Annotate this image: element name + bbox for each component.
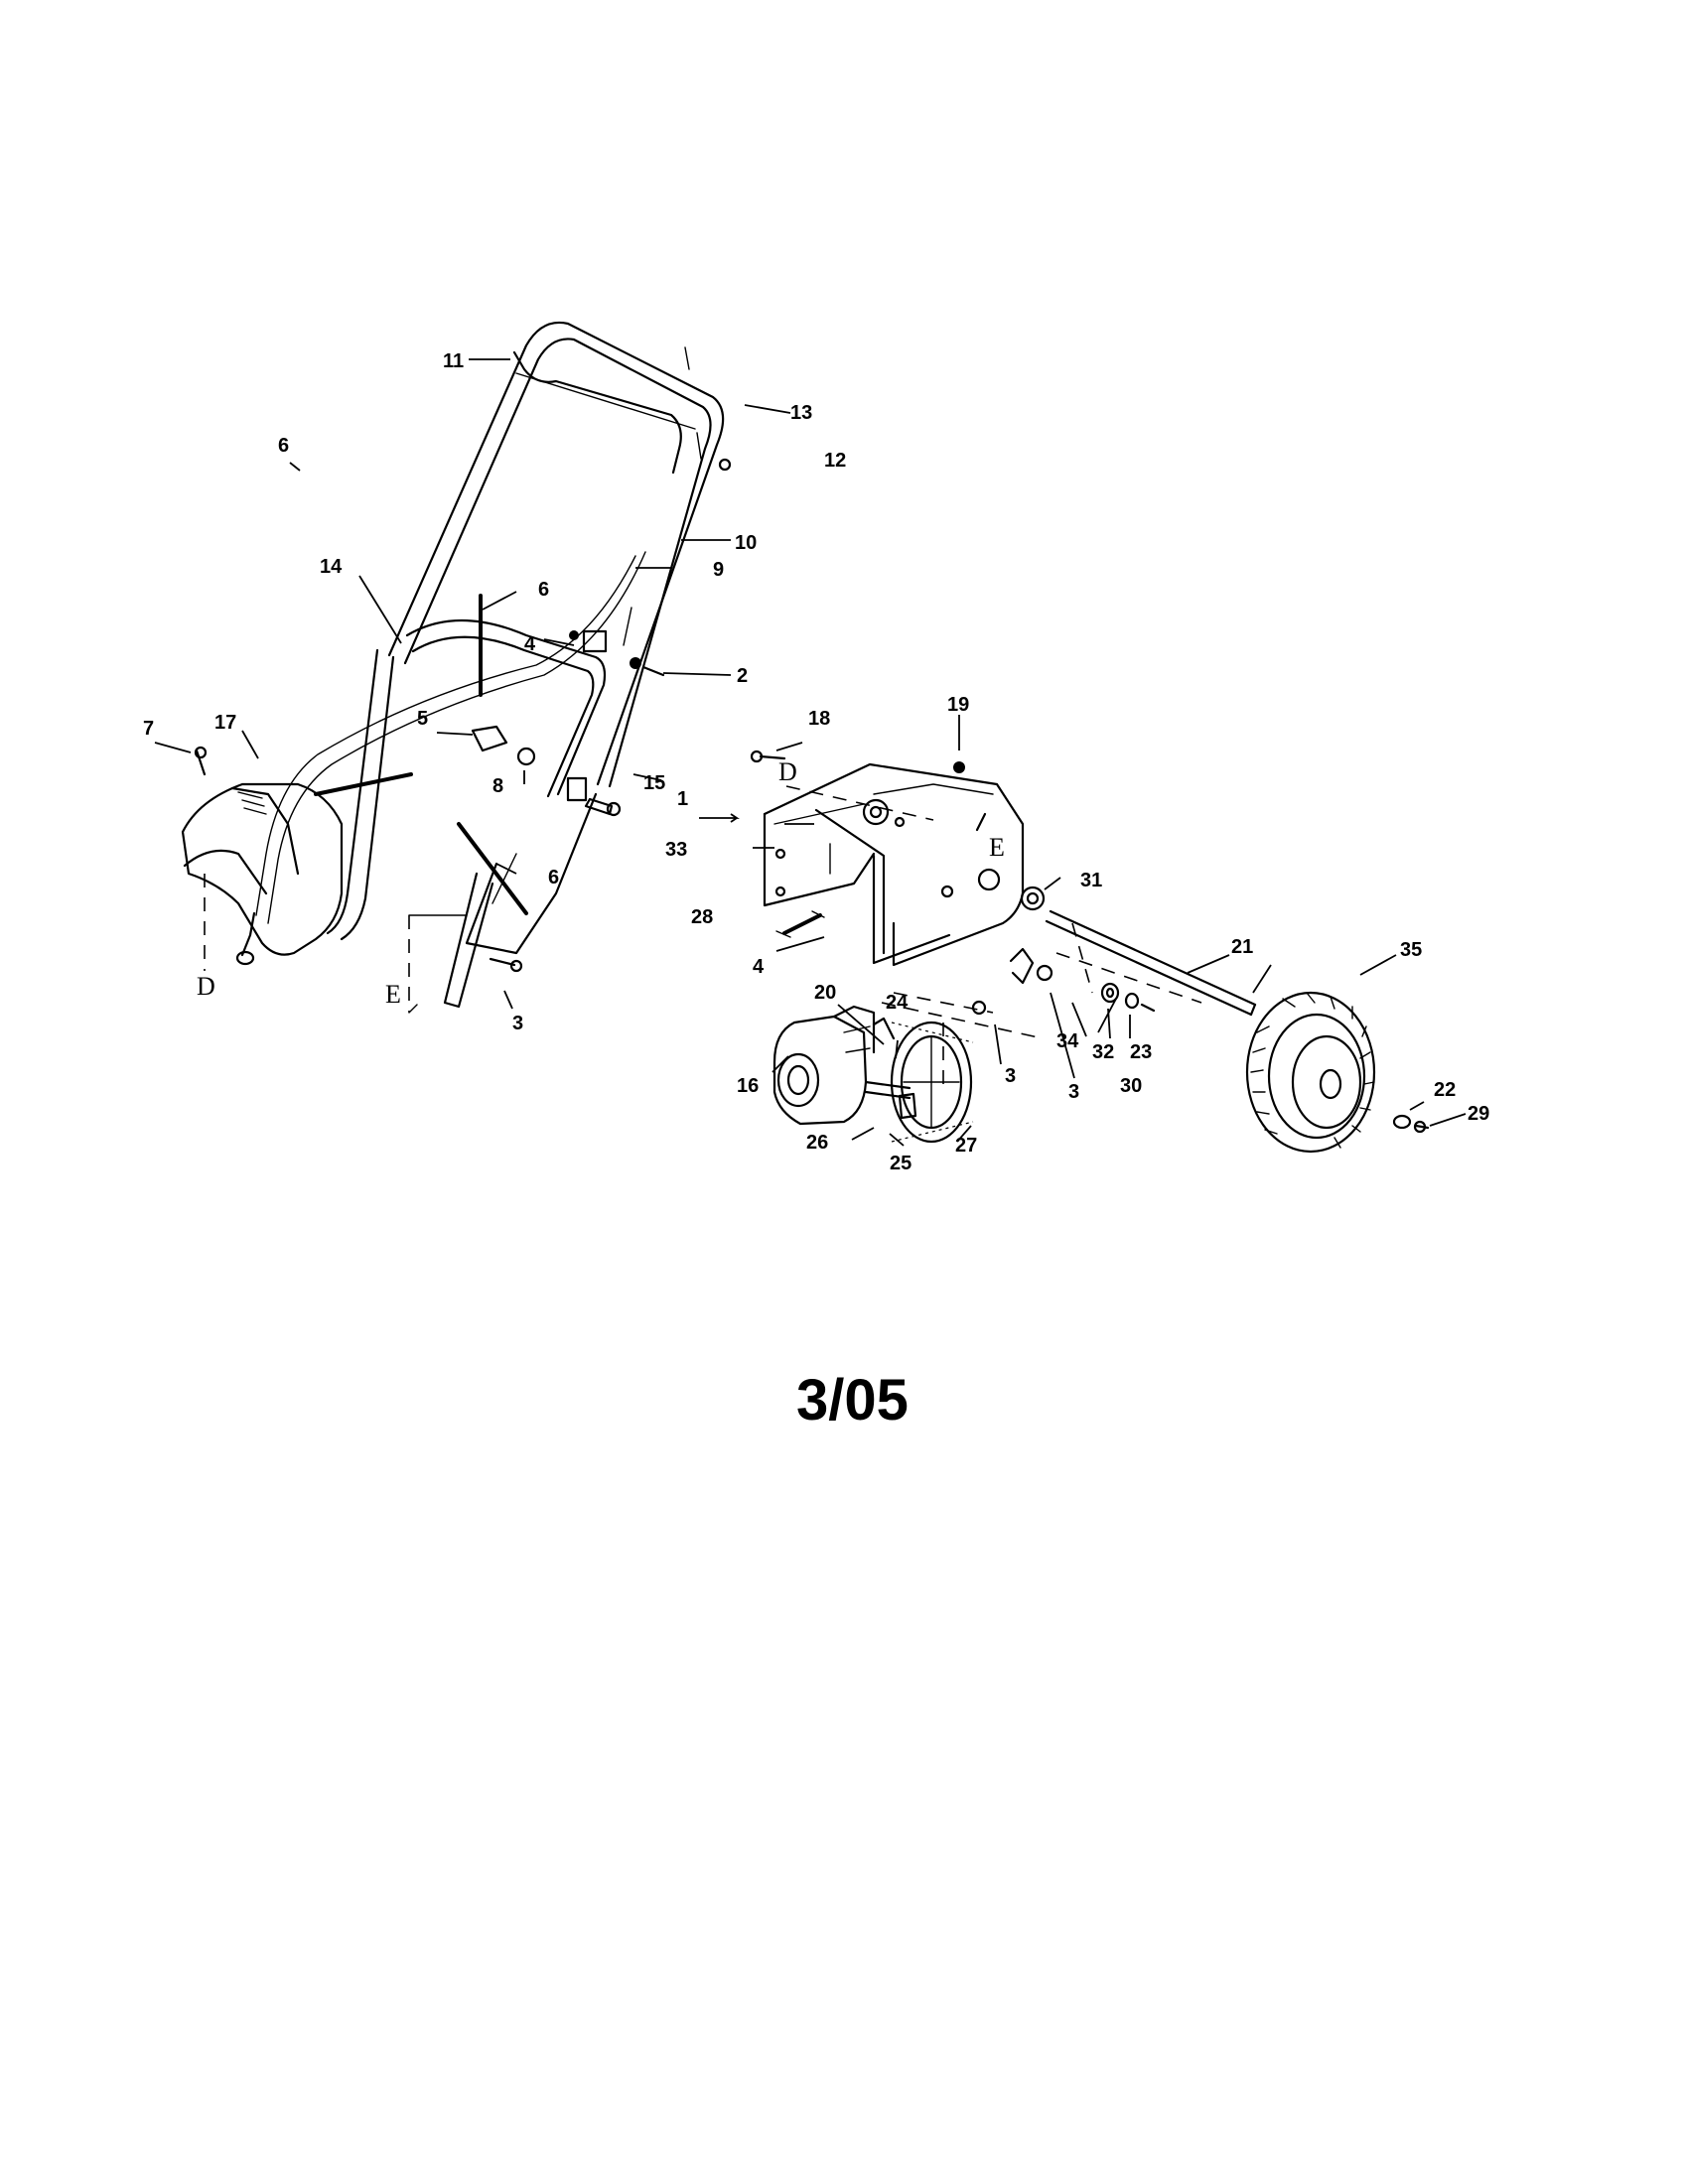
callout-32: 32 [1092, 1041, 1114, 1063]
callout-5: 5 [417, 708, 428, 730]
callout-19: 19 [947, 694, 969, 716]
callout-31: 31 [1080, 870, 1102, 891]
frame-housing [763, 762, 1025, 967]
callout-13: 13 [790, 402, 812, 424]
leader-lines [154, 358, 1467, 1147]
callout-22: 22 [1434, 1079, 1456, 1101]
drive-gear [890, 1021, 974, 1144]
callout-6: 6 [548, 867, 559, 888]
callout-10: 10 [735, 532, 757, 554]
control-bail [512, 346, 732, 475]
ref-lines-right [785, 785, 1202, 1092]
callout-4: 4 [524, 633, 536, 655]
ref-letter-d: D [197, 972, 215, 1001]
ref-letter-d: D [778, 757, 797, 786]
callout-35: 35 [1400, 939, 1422, 961]
axle [1045, 909, 1257, 1017]
callout-4: 4 [753, 956, 765, 978]
fasteners-left [194, 629, 665, 973]
callout-17: 17 [214, 712, 236, 734]
axle-hardware [1100, 982, 1156, 1013]
ref-lines-left [204, 874, 468, 1014]
callout-29: 29 [1468, 1103, 1489, 1125]
callout-6: 6 [278, 435, 289, 457]
wheel-hardware [1392, 1114, 1430, 1134]
callout-21: 21 [1231, 936, 1253, 958]
lower-handle [326, 618, 607, 1009]
callout-12: 12 [824, 450, 846, 472]
upper-handle [387, 321, 725, 788]
callout-3: 3 [1005, 1065, 1016, 1087]
callout-8: 8 [492, 775, 503, 797]
callout-16: 16 [737, 1075, 759, 1097]
callout-1: 1 [677, 788, 688, 810]
callout-14: 14 [320, 556, 343, 578]
callout-30: 30 [1120, 1075, 1142, 1097]
callout-28: 28 [691, 906, 713, 928]
callout-9: 9 [713, 559, 724, 581]
transmission [772, 1005, 912, 1126]
callout-27: 27 [955, 1135, 977, 1157]
callout-3: 3 [512, 1013, 523, 1034]
callout-26: 26 [806, 1132, 828, 1154]
callout-33: 33 [665, 839, 687, 861]
callout-11: 11 [443, 350, 464, 372]
ref-letter-e: E [989, 833, 1005, 862]
rods [314, 594, 528, 915]
control-cables [255, 551, 646, 924]
callout-2: 2 [737, 665, 748, 687]
callout-3: 3 [1068, 1081, 1079, 1103]
callout-7: 7 [143, 718, 154, 740]
callout-34: 34 [1056, 1030, 1079, 1052]
wheel [1245, 991, 1376, 1154]
reference-letters: D E D E [197, 757, 1005, 1009]
callout-labels: 1 2 3 3 3 4 4 5 6 6 6 7 8 9 10 11 12 13 … [143, 350, 1489, 1174]
date-code: 3/05 [796, 1368, 909, 1433]
callout-23: 23 [1130, 1041, 1152, 1063]
callout-24: 24 [886, 992, 909, 1014]
callout-15: 15 [643, 772, 665, 794]
ref-letter-e: E [385, 980, 401, 1009]
callout-20: 20 [814, 982, 836, 1004]
callout-25: 25 [890, 1153, 912, 1174]
callout-18: 18 [808, 708, 830, 730]
belt-cover [181, 782, 344, 966]
callout-6: 6 [538, 579, 549, 601]
frame-hardware [750, 750, 1053, 1016]
